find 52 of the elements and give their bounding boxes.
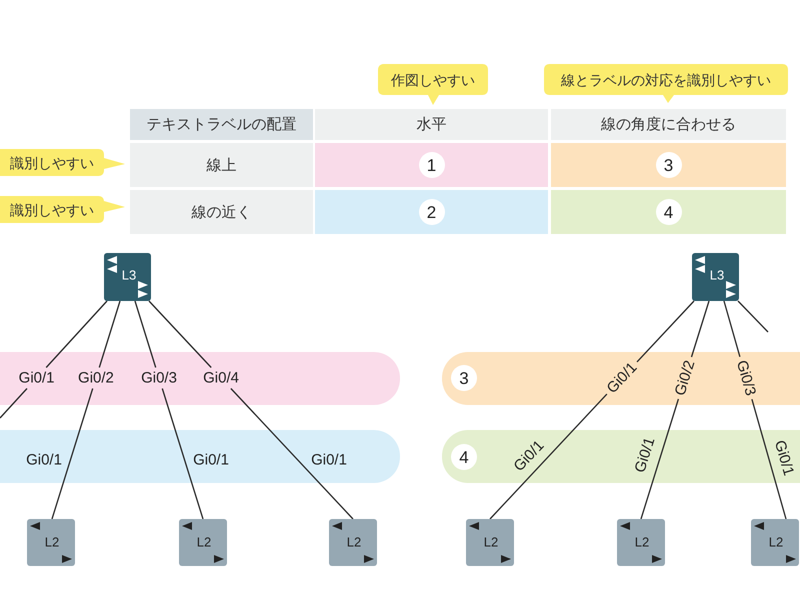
circled-number: 3 xyxy=(656,152,682,178)
network-switch xyxy=(466,519,514,566)
port-label: Gi0/1 xyxy=(193,452,229,468)
switch-label: L2 xyxy=(484,536,498,548)
connector-line xyxy=(51,300,121,520)
circled-number: 4 xyxy=(656,199,682,225)
speech-bubble xyxy=(0,149,126,176)
callout-text: 識別しやすい xyxy=(10,202,94,216)
port-label: Gi0/1 xyxy=(18,370,54,386)
port-label: Gi0/3 xyxy=(141,370,177,386)
column-header: 水平 xyxy=(315,109,548,140)
switch-label: L3 xyxy=(122,268,136,282)
speech-bubble xyxy=(0,196,126,223)
port-label: Gi0/4 xyxy=(203,370,239,386)
port-label: Gi0/1 xyxy=(772,438,796,478)
switch-label: L2 xyxy=(44,536,60,548)
network-switch xyxy=(751,519,799,566)
connector-line xyxy=(738,300,768,332)
connector-line xyxy=(640,300,710,520)
switch-label: L3 xyxy=(710,268,724,282)
network-switch xyxy=(692,253,739,301)
circled-number: 1 xyxy=(418,152,444,178)
connector-line xyxy=(148,300,354,520)
network-switch xyxy=(27,519,75,566)
circled-number: 2 xyxy=(418,199,444,225)
switch-label: L2 xyxy=(196,536,212,548)
column-header: テキストラベルの配置 xyxy=(130,109,313,140)
connector-line xyxy=(0,300,108,419)
switch-label: L2 xyxy=(346,536,362,548)
speech-bubble xyxy=(544,64,788,104)
connector-line xyxy=(134,300,204,520)
port-label: Gi0/1 xyxy=(632,436,658,474)
callout-text: 線とラベルの対応を識別しやすい xyxy=(561,72,771,86)
row-header: 線上 xyxy=(130,143,313,187)
callout-text: 識別しやすい xyxy=(10,156,94,170)
network-switch xyxy=(329,519,377,566)
connector-line xyxy=(489,300,695,520)
port-label: Gi0/1 xyxy=(26,452,62,468)
network-switch xyxy=(617,519,665,566)
network-switch xyxy=(179,519,227,566)
switch-label: L2 xyxy=(634,536,650,548)
connector-line xyxy=(723,300,787,520)
network-switch xyxy=(104,253,151,301)
column-header: 線の角度に合わせる xyxy=(551,109,786,140)
port-label: Gi0/1 xyxy=(311,452,347,468)
port-label: Gi0/2 xyxy=(78,370,114,386)
port-label: Gi0/2 xyxy=(672,358,698,398)
speech-bubble xyxy=(378,64,488,106)
port-label: Gi0/3 xyxy=(734,358,758,398)
row-header: 線の近く xyxy=(130,190,313,234)
callout-text: 作図しやすい xyxy=(391,72,475,86)
switch-label: L2 xyxy=(768,536,784,548)
